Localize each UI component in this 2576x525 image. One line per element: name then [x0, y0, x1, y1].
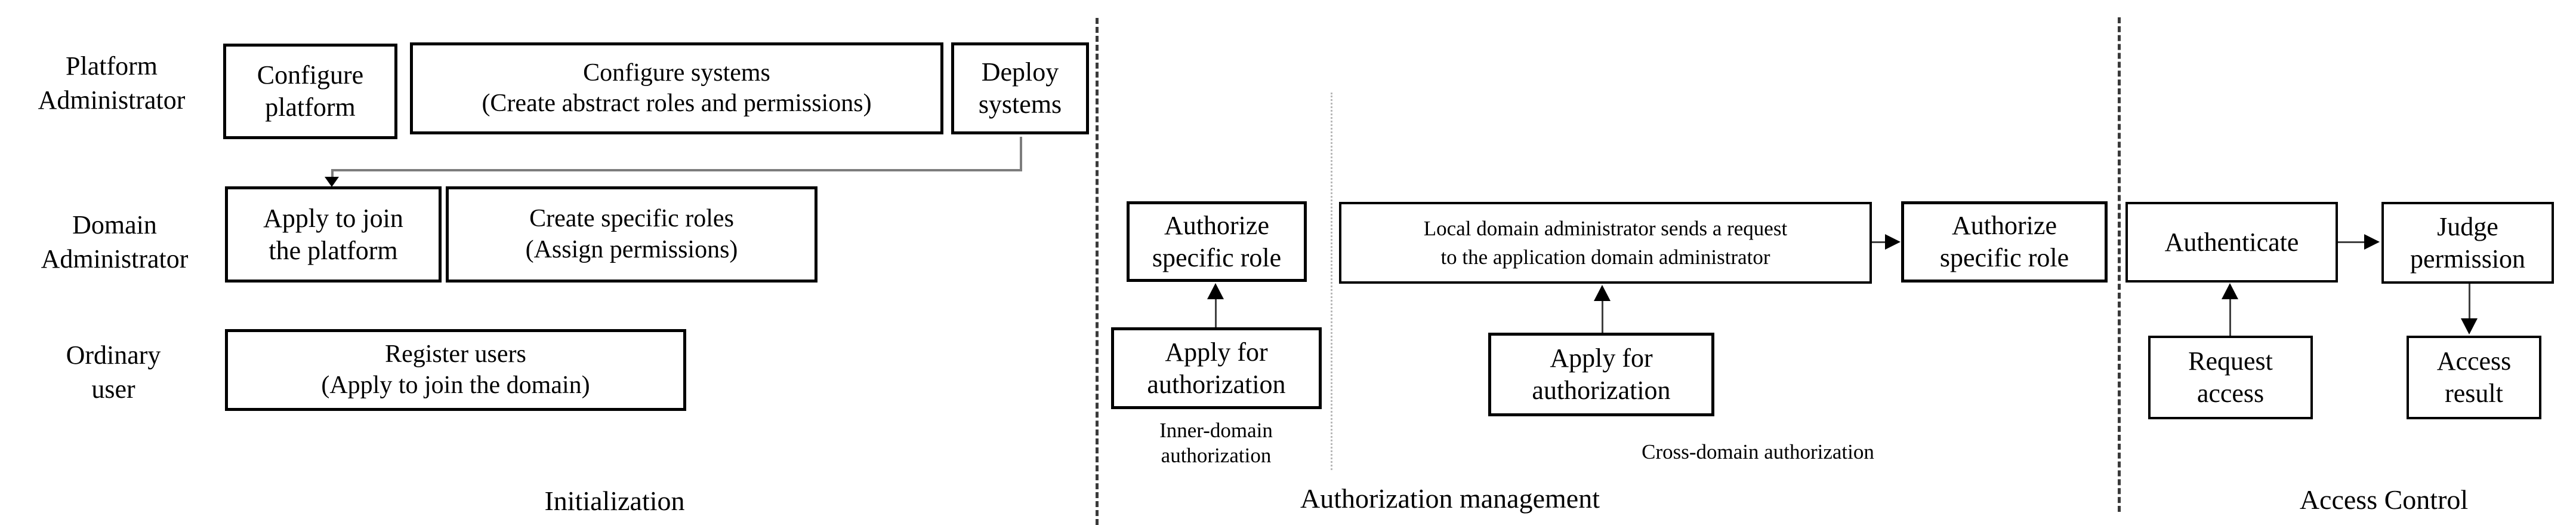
box-text-line: Judge — [2437, 211, 2498, 241]
box-text-line: Request — [2188, 346, 2273, 376]
box-text-line: Apply to join — [263, 203, 403, 233]
arrow-down-icon — [325, 177, 339, 187]
box-text-line: Apply for — [1550, 343, 1653, 373]
box-text-line: to the application domain administrator — [1440, 245, 1770, 269]
box-text-line: (Create abstract roles and permissions) — [482, 90, 872, 117]
label-line: Domain — [72, 210, 157, 240]
ordinary-user-label: Ordinary user — [24, 338, 203, 406]
arrow-up-icon — [1594, 285, 1611, 301]
box-text-line: Apply for — [1165, 337, 1268, 367]
arrow-up-icon — [2222, 283, 2238, 299]
box-text-line: Authorize — [1164, 210, 1269, 240]
box-text-line: specific role — [1152, 242, 1282, 272]
configure-platform-box: Configure platform — [223, 44, 397, 139]
access-control-section-label: Access Control — [2299, 484, 2469, 515]
box-text-line: authorization — [1532, 376, 1671, 405]
box-text-line: Access — [2436, 346, 2512, 376]
local-domain-request-box: Local domain administrator sends a reque… — [1339, 202, 1872, 284]
box-text-line: access — [2196, 379, 2265, 408]
create-specific-roles-box: Create specific roles (Assign permission… — [446, 186, 817, 283]
arrow-up-icon — [1207, 283, 1224, 299]
connector-line — [2338, 241, 2365, 243]
connector-line — [2229, 299, 2231, 336]
label-line: Inner-domain — [1159, 419, 1273, 442]
label-line: Ordinary — [66, 340, 161, 370]
platform-administrator-label: Platform Administrator — [3, 49, 220, 117]
request-access-box: Request access — [2148, 336, 2313, 419]
section-divider-dashed-line — [1096, 18, 1099, 525]
access-result-box: Access result — [2407, 336, 2541, 419]
label-line: Cross-domain authorization — [1642, 440, 1874, 463]
box-text-line: authorization — [1147, 369, 1286, 399]
section-divider-dashed-line — [2118, 17, 2121, 512]
box-text-line: Register users — [385, 340, 526, 369]
apply-for-authorization-inner-box: Apply for authorization — [1111, 327, 1322, 409]
cross-domain-authorization-label: Cross-domain authorization — [1575, 440, 1941, 465]
inner-cross-domain-divider-line — [1331, 93, 1332, 470]
box-text-line: specific role — [1939, 243, 2069, 272]
connector-line — [1602, 300, 1603, 333]
box-text-line: (Assign permissions) — [525, 235, 738, 263]
label-line: authorization — [1161, 444, 1272, 467]
box-text-line: the platform — [269, 235, 398, 265]
elbow-connector-segment — [1020, 137, 1022, 171]
connector-line — [2469, 284, 2470, 320]
box-text-line: Deploy — [981, 57, 1059, 87]
apply-to-join-platform-box: Apply to join the platform — [225, 186, 442, 283]
box-text-line: Create specific roles — [529, 205, 734, 233]
box-text-line: result — [2445, 379, 2503, 408]
initialization-section-label: Initialization — [544, 486, 685, 516]
domain-administrator-label: Domain Administrator — [3, 208, 226, 276]
judge-permission-box: Judge permission — [2381, 202, 2554, 284]
box-text-line: Local domain administrator sends a reque… — [1423, 217, 1788, 241]
box-text-line: Authorize — [1952, 211, 2057, 241]
label-line: Administrator — [38, 85, 186, 115]
box-text-line: platform — [265, 93, 356, 122]
label-line: Platform — [66, 51, 158, 81]
arrow-right-icon — [1885, 234, 1901, 250]
authorize-specific-role-inner-box: Authorize specific role — [1127, 201, 1307, 282]
authorization-management-section-label: Authorization management — [1300, 483, 1600, 514]
arrow-down-icon — [2461, 318, 2478, 334]
box-text-line: (Apply to join the domain) — [321, 371, 590, 399]
box-text-line: permission — [2410, 244, 2526, 274]
box-text-line: systems — [978, 90, 1062, 119]
authenticate-box: Authenticate — [2125, 202, 2338, 283]
label-line: user — [91, 374, 135, 404]
elbow-connector-segment — [331, 169, 334, 179]
elbow-connector-segment — [331, 169, 1022, 171]
deploy-systems-box: Deploy systems — [951, 42, 1089, 134]
box-text-line: Configure systems — [583, 59, 770, 87]
connector-line — [1872, 241, 1887, 243]
arrow-right-icon — [2364, 234, 2380, 250]
box-text-line: Configure — [257, 60, 364, 90]
box-text-line: Authenticate — [2164, 227, 2299, 257]
inner-domain-authorization-label: Inner-domain authorization — [1109, 418, 1324, 468]
apply-for-authorization-cross-box: Apply for authorization — [1488, 333, 1714, 416]
register-users-box: Register users (Apply to join the domain… — [225, 329, 686, 411]
authorize-specific-role-cross-box: Authorize specific role — [1901, 201, 2108, 283]
label-line: Administrator — [41, 244, 189, 274]
connector-line — [1215, 299, 1217, 327]
configure-systems-box: Configure systems (Create abstract roles… — [410, 42, 943, 134]
